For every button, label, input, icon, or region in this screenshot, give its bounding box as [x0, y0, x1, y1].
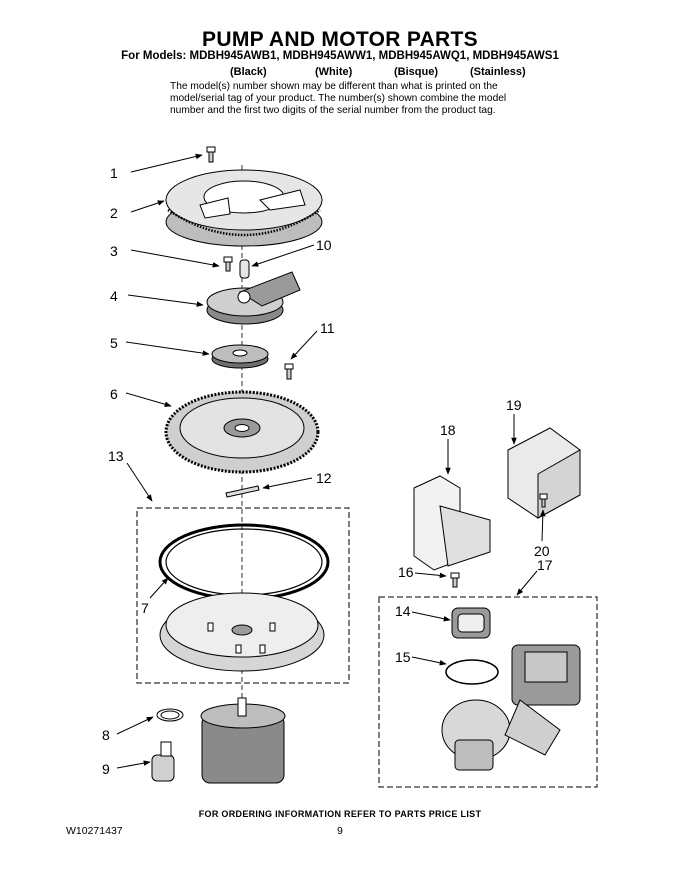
- callout-7: 7: [141, 600, 149, 616]
- page-title: PUMP AND MOTOR PARTS: [202, 28, 478, 51]
- callout-12: 12: [316, 470, 332, 486]
- callout-18: 18: [440, 422, 456, 438]
- callout-20: 20: [534, 543, 550, 559]
- document-id: W10271437: [66, 825, 123, 837]
- part-18-bracket: [413, 475, 491, 571]
- callout-14: 14: [395, 603, 411, 619]
- part-2-filter-cover: [165, 169, 323, 247]
- callout-6: 6: [110, 386, 118, 402]
- part-9-fitting: [151, 741, 175, 782]
- group-17-box: [378, 596, 598, 788]
- part-11-screw: [284, 363, 294, 380]
- part-15-o-ring: [445, 659, 499, 685]
- callout-15: 15: [395, 649, 411, 665]
- callout-17: 17: [537, 557, 553, 573]
- part-10-pin: [239, 259, 250, 279]
- ordering-note: FOR ORDERING INFORMATION REFER TO PARTS …: [198, 809, 482, 819]
- callout-10: 10: [316, 237, 332, 253]
- part-5-impeller: [211, 344, 269, 369]
- part-12-gasket: [225, 485, 260, 498]
- callout-5: 5: [110, 335, 118, 351]
- part-8-o-ring: [156, 708, 184, 722]
- part-4-pump-housing: [206, 271, 301, 325]
- callout-2: 2: [110, 205, 118, 221]
- callout-4: 4: [110, 288, 118, 304]
- page-number: 9: [337, 825, 343, 837]
- leader-lines: [116, 153, 546, 769]
- part-19-cover: [507, 427, 581, 519]
- part-14-cap: [451, 607, 491, 639]
- callout-19: 19: [506, 397, 522, 413]
- callout-labels: 1 2 3 10 4 11 5 6 13 12 7 8 9 18 19 20 1…: [102, 165, 553, 777]
- callout-8: 8: [102, 727, 110, 743]
- model-note: The model(s) number shown may be differe…: [170, 81, 507, 116]
- callout-16: 16: [398, 564, 414, 580]
- finish-black: (Black): [230, 66, 267, 78]
- part-1-screw: [206, 146, 216, 163]
- drain-pump-assembly: [441, 644, 581, 771]
- finish-white: (White): [315, 66, 353, 78]
- callout-11: 11: [320, 320, 335, 336]
- model-list: For Models: MDBH945AWB1, MDBH945AWW1, MD…: [121, 50, 559, 62]
- callout-3: 3: [110, 243, 118, 259]
- group-13-box: [136, 507, 350, 684]
- part-3-screw: [223, 256, 233, 272]
- part-20-screw: [539, 493, 548, 508]
- motor-assembly: [200, 697, 286, 784]
- finish-list: (Black) (White) (Bisque) (Stainless): [0, 66, 680, 80]
- finish-stainless: (Stainless): [470, 66, 526, 78]
- part-7-seal-ring: [158, 523, 330, 601]
- callout-13: 13: [108, 448, 124, 464]
- part-16-screw: [450, 572, 460, 588]
- finish-bisque: (Bisque): [394, 66, 438, 78]
- callout-9: 9: [102, 761, 110, 777]
- part-13-sump-assembly: [159, 592, 325, 672]
- part-6-pump-base: [164, 390, 320, 474]
- callout-1: 1: [110, 165, 118, 181]
